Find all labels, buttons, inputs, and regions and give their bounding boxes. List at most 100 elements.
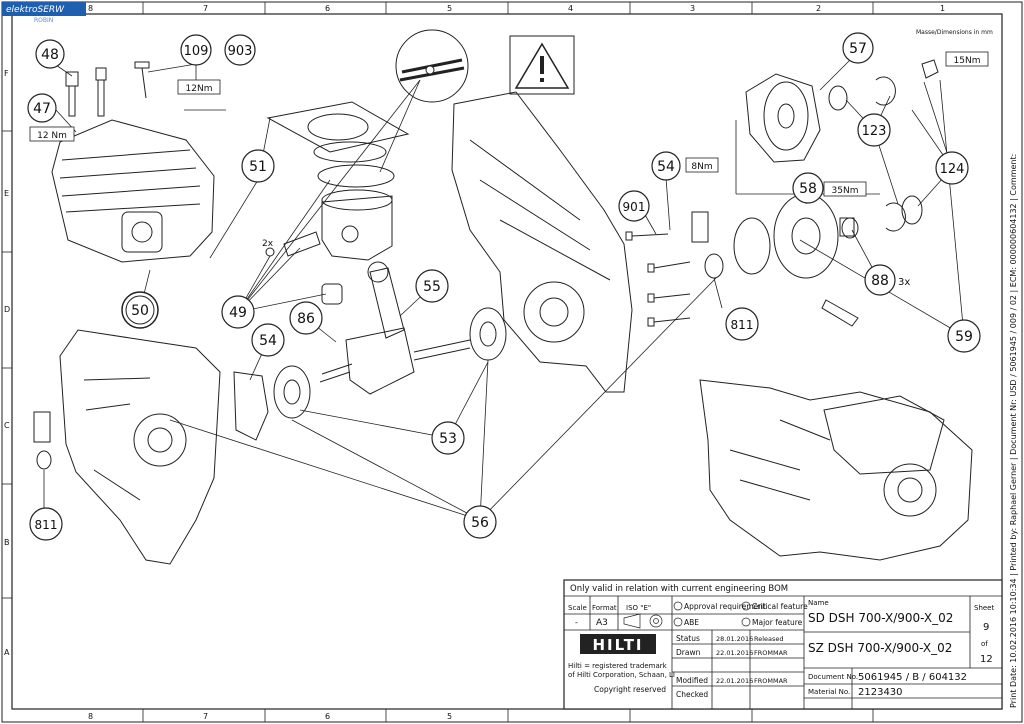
- grid-bottom-7: 7: [203, 712, 208, 721]
- sheet-label: Sheet: [974, 604, 994, 612]
- callout-811-left-label: 811: [35, 518, 58, 532]
- callout-811-left: 811: [29, 507, 63, 541]
- checkbox-abe: ABE: [673, 617, 699, 627]
- iso-projection-symbol: [623, 613, 663, 629]
- material-no-value: 2123430: [858, 687, 903, 698]
- status-date: 28.01.2016: [716, 635, 753, 643]
- callout-58: 58: [792, 172, 824, 204]
- cylinder-gasket: [266, 101, 410, 153]
- name-label: Name: [808, 599, 829, 607]
- spark-plug: [65, 61, 150, 117]
- leader-lines: [43, 51, 965, 521]
- callout-49-label: 49: [229, 305, 247, 321]
- sheet-of: of: [981, 640, 988, 648]
- crankshaft: [319, 261, 471, 395]
- callout-123: 123: [857, 113, 891, 147]
- grid-side-C: C: [4, 421, 10, 430]
- torque-109-text: 12Nm: [186, 84, 213, 94]
- scale-value: -: [575, 618, 578, 627]
- checkbox-critical: Critical feature: [741, 601, 808, 611]
- callout-901: 901: [618, 190, 650, 222]
- status-value: Released: [754, 635, 784, 643]
- print-info-side-note: Print Date: 10.02.2016 10:10:34 | Printe…: [1009, 154, 1018, 708]
- bearing-lower: [901, 195, 923, 225]
- bearing-left: [273, 365, 311, 419]
- approval-req-label: Approval requirement: [684, 602, 766, 611]
- crankcase-left: [59, 329, 221, 565]
- clutch-spring: [821, 299, 859, 327]
- callout-88: 88: [864, 264, 896, 296]
- sheet-total: 12: [980, 654, 993, 665]
- grid-side-B: B: [4, 538, 10, 547]
- callout-53: 53: [431, 421, 465, 455]
- callout-55-label: 55: [423, 279, 441, 295]
- qty-2x-label: 2x: [262, 239, 274, 249]
- scale-label: Scale: [568, 604, 587, 612]
- callout-53-label: 53: [439, 431, 457, 447]
- modified-label: Modified: [676, 676, 708, 685]
- assembled-view: [699, 379, 973, 561]
- checked-label: Checked: [676, 690, 708, 699]
- callout-57-label: 57: [849, 41, 867, 57]
- bottom-grid-labels: 8 7 6 5: [88, 712, 452, 721]
- top-grid-ticks: [2, 2, 874, 722]
- callout-86: 86: [289, 301, 323, 335]
- trademark-line-2: of Hilti Corporation, Schaan, LI: [568, 671, 675, 679]
- grid-bottom-6: 6: [325, 712, 330, 721]
- callouts: 48 109 903 47 51 50 49 54 86 55 53 56 81…: [27, 32, 981, 541]
- torque-47-text: 12 Nm: [37, 131, 67, 141]
- callout-124: 124: [935, 151, 969, 185]
- status-label: Status: [676, 634, 700, 643]
- warning-box: [509, 35, 575, 95]
- top-grid-labels: 8 7 6 5 4 3 2 1: [88, 4, 945, 13]
- callout-50: 50: [121, 291, 159, 329]
- torque-labels: 12Nm 12 Nm 8Nm 35Nm 15Nm: [29, 51, 989, 197]
- needle-bearing: [321, 283, 343, 305]
- washer: [841, 217, 859, 239]
- detail-ring-section: [395, 29, 469, 103]
- grid-top-4: 4: [568, 4, 573, 13]
- hilti-logo-text: HILTI: [592, 636, 643, 654]
- watermark: elektroSERW ROBIN: [2, 2, 86, 24]
- piston-ring-2: [317, 164, 395, 188]
- copyright: Copyright reserved: [594, 685, 666, 694]
- callout-901-label: 901: [623, 200, 646, 214]
- hilti-logo: HILTI: [580, 634, 656, 654]
- grid-top-1: 1: [940, 4, 945, 13]
- torque-58: 35Nm: [823, 181, 867, 197]
- callout-109: 109: [180, 34, 212, 66]
- iso-label: ISO "E": [626, 604, 651, 612]
- drawn-label: Drawn: [676, 648, 701, 657]
- format-value: A3: [596, 618, 608, 628]
- callout-47: 47: [27, 93, 57, 123]
- callout-811-right-label: 811: [731, 318, 754, 332]
- grid-top-3: 3: [690, 4, 695, 13]
- abe-label: ABE: [684, 618, 699, 627]
- major-feature-label: Major feature: [752, 618, 803, 627]
- checkbox-approval: Approval requirement: [673, 601, 766, 611]
- seal-left: [33, 411, 52, 470]
- watermark-text: elektroSERW: [6, 5, 65, 15]
- callout-48-label: 48: [41, 47, 59, 63]
- grid-side-F: F: [4, 69, 9, 78]
- callout-54-right: 54: [651, 151, 681, 181]
- bearing-upper: [828, 85, 848, 111]
- checkbox-major: Major feature: [741, 617, 803, 627]
- callout-54-right-label: 54: [657, 159, 675, 175]
- callout-57: 57: [842, 32, 874, 64]
- callout-86-label: 86: [297, 311, 315, 327]
- piston-ring-1: [313, 141, 387, 163]
- critical-feature-label: Critical feature: [752, 602, 808, 611]
- torque-109: 12Nm: [177, 79, 221, 95]
- callout-54-left: 54: [251, 323, 285, 357]
- callout-49: 49: [221, 295, 255, 329]
- torque-58-text: 35Nm: [832, 186, 859, 196]
- torque-57: 15Nm: [945, 51, 989, 67]
- callout-59: 59: [947, 319, 981, 353]
- clutch-drum: [745, 73, 821, 163]
- title-block: Only valid in relation with current engi…: [563, 579, 1003, 710]
- clutch-disc: [733, 217, 771, 275]
- grid-side-D: D: [4, 305, 10, 314]
- modified-by: FROMMAR: [754, 677, 788, 685]
